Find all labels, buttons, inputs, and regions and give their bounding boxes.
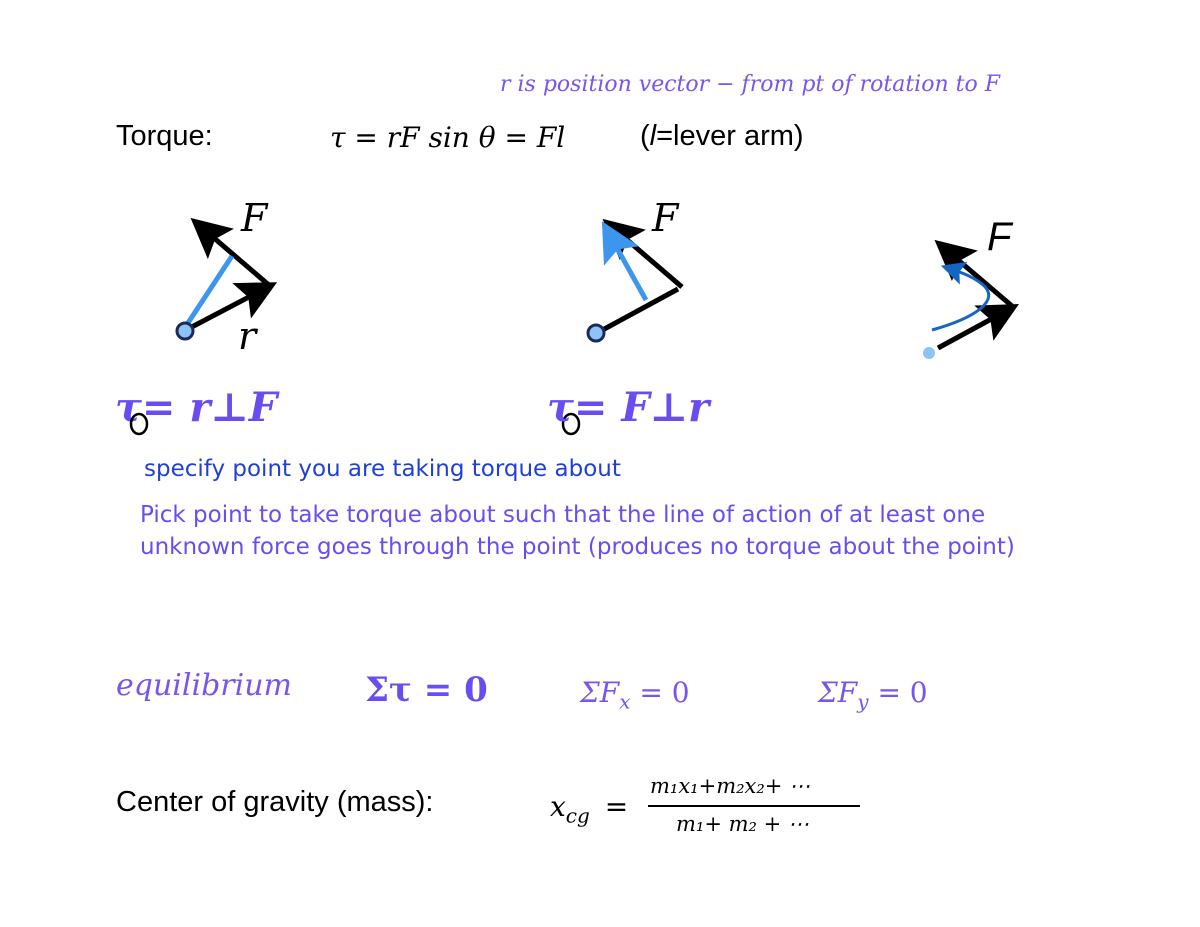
sum-torque-eq: Στ = 0 xyxy=(365,670,488,710)
position-vector-note: r is position vector − from pt of rotati… xyxy=(500,72,1000,97)
pivot-point xyxy=(586,323,606,343)
torque-formula: τ = rF sin θ = Fl xyxy=(330,121,566,154)
center-gravity-label: Center of gravity (mass): xyxy=(116,786,434,818)
tau-symbol: τ xyxy=(115,384,142,431)
r-vector-arrow xyxy=(936,304,1019,351)
xcg-x: x xyxy=(550,790,566,823)
xcg-sub: cg xyxy=(565,803,590,828)
sum-fx-equals: = 0 xyxy=(630,676,690,709)
sum-fy-equals: = 0 xyxy=(868,676,928,709)
equilibrium-label: equilibrium xyxy=(116,668,292,703)
diagram-rotation xyxy=(923,239,1019,359)
perpendicular-r-line xyxy=(183,254,235,328)
tau-symbol: τ xyxy=(547,384,574,431)
specify-point-note: specify point you are taking torque abou… xyxy=(144,456,621,482)
sum-fy-eq: ΣFy = 0 xyxy=(818,676,928,714)
rotation-curve-arrow xyxy=(931,261,991,332)
torque-perp-f: τ= F⊥r xyxy=(547,384,709,431)
xcg-lhs: xcg = xyxy=(550,790,628,828)
sum-fx-sub: x xyxy=(619,689,631,714)
perpendicular-force-arrow xyxy=(601,221,649,302)
lever-open: ( xyxy=(640,120,650,152)
diagram-perpendicular-f xyxy=(586,218,684,343)
force-vector-arrow xyxy=(934,239,1014,308)
xcg-numerator: m₁x₁+m₂x₂+ ⋯ xyxy=(650,774,811,798)
force-label-2: F xyxy=(652,196,679,240)
sum-fx-eq: ΣFx = 0 xyxy=(580,676,690,714)
torque-perp-r: τ= r⊥F xyxy=(115,384,277,431)
xcg-equals: = xyxy=(604,790,629,823)
force-vector-arrow xyxy=(190,217,272,288)
lever-l: l xyxy=(649,120,657,152)
torque-perp-f-rest: = F⊥r xyxy=(573,384,710,431)
lever-rest: =lever arm) xyxy=(656,120,804,152)
force-label-3: F xyxy=(987,215,1012,259)
pick-point-note-line1: Pick point to take torque about such tha… xyxy=(140,502,986,528)
r-vector-arrow xyxy=(184,282,278,333)
xcg-denominator: m₁+ m₂ + ⋯ xyxy=(676,812,809,836)
fraction-bar xyxy=(648,805,860,807)
torque-perp-r-rest: = r⊥F xyxy=(141,384,278,431)
pivot-point xyxy=(923,347,935,359)
r-vector-arrow xyxy=(595,286,680,336)
torque-label: Torque: xyxy=(116,120,213,152)
pick-point-note-line2: unknown force goes through the point (pr… xyxy=(140,534,1015,560)
sum-fy-sub: y xyxy=(857,689,869,714)
force-label-1: F xyxy=(241,196,268,240)
pivot-point xyxy=(175,321,195,341)
r-label: r xyxy=(238,314,257,358)
sum-fy-main: ΣF xyxy=(818,676,858,709)
diagram-perpendicular-r xyxy=(175,217,278,341)
sum-fx-main: ΣF xyxy=(580,676,620,709)
lever-arm-note: (l=lever arm) xyxy=(640,120,804,153)
